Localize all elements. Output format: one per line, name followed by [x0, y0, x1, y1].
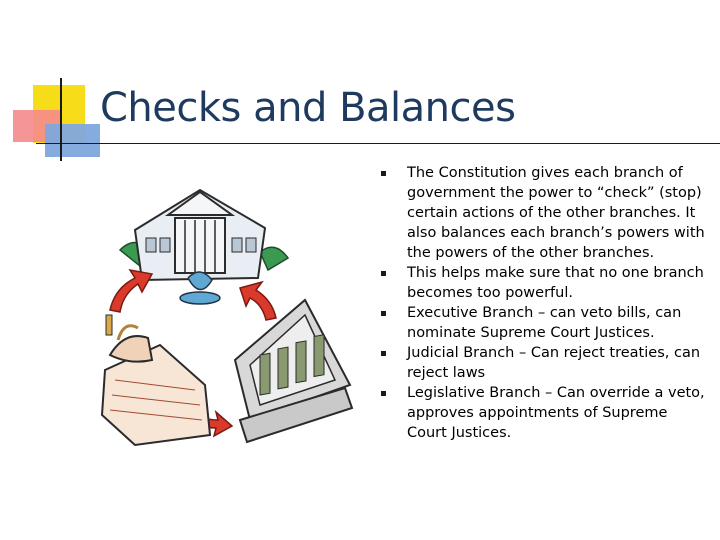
- bullet-text: Executive Branch – can veto bills, can n…: [407, 305, 682, 341]
- bullet-text: This helps make sure that no one branch …: [407, 265, 704, 301]
- bullet-item: This helps make sure that no one branch …: [381, 263, 705, 303]
- square-bullet-icon: [381, 271, 386, 276]
- branches-clipart: [100, 188, 354, 447]
- title-deco-blue-square: [45, 124, 100, 157]
- bullet-item: Executive Branch – can veto bills, can n…: [381, 303, 705, 343]
- title-underline: [36, 143, 720, 144]
- square-bullet-icon: [381, 171, 386, 176]
- bullet-text: The Constitution gives each branch of go…: [407, 165, 705, 261]
- title-deco-vertical-line: [60, 78, 62, 161]
- white-house-icon: [118, 188, 290, 305]
- capitol-building-icon: [100, 314, 212, 447]
- bullet-text: Legislative Branch – Can override a veto…: [407, 385, 705, 441]
- square-bullet-icon: [381, 391, 386, 396]
- slide-title: Checks and Balances: [100, 85, 516, 131]
- bullet-text: Judicial Branch – Can reject treaties, c…: [407, 345, 701, 381]
- bullet-item: Judicial Branch – Can reject treaties, c…: [381, 343, 705, 383]
- bullet-list: The Constitution gives each branch of go…: [381, 163, 705, 443]
- bullet-item: The Constitution gives each branch of go…: [381, 163, 705, 263]
- bullet-item: Legislative Branch – Can override a veto…: [381, 383, 705, 443]
- square-bullet-icon: [381, 351, 386, 356]
- square-bullet-icon: [381, 311, 386, 316]
- supreme-court-icon: [233, 298, 354, 444]
